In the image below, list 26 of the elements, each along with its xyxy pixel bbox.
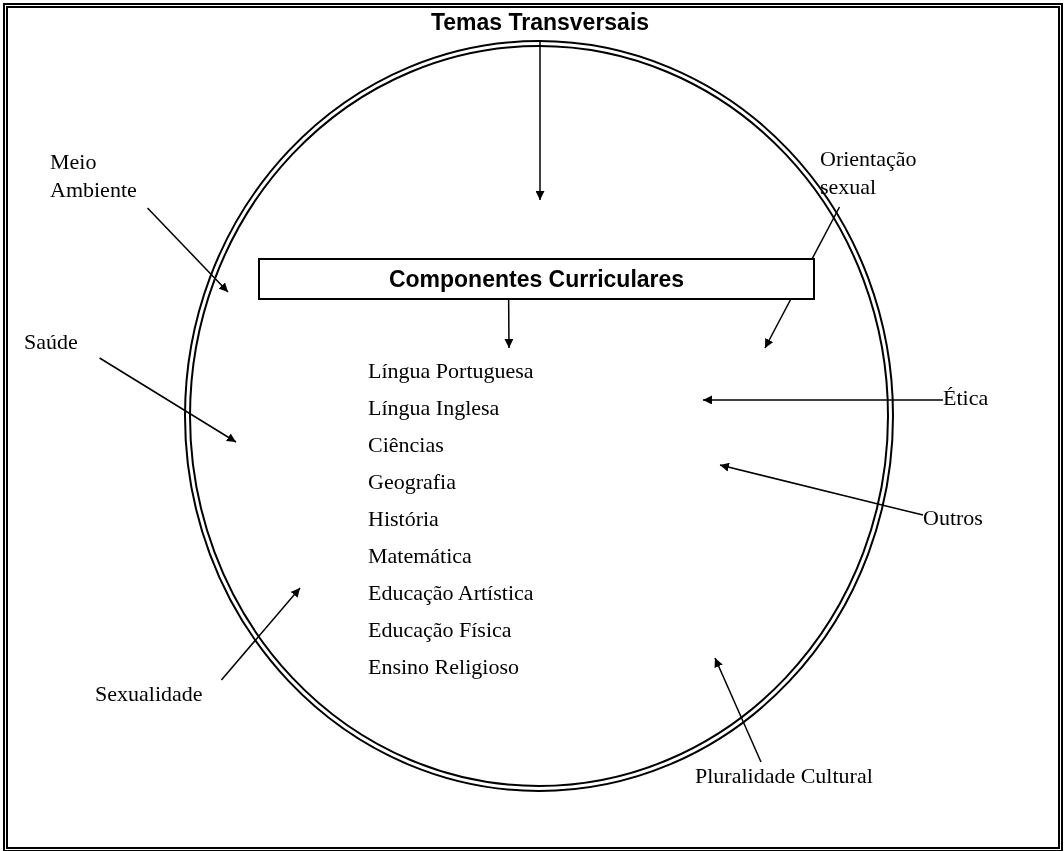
theme-label: Meio Ambiente (50, 148, 180, 208)
theme-label: Ética (943, 384, 1003, 414)
arrow (504, 299, 514, 349)
subject-name: Educação Física (368, 616, 513, 644)
theme-label: Orientação sexual (820, 145, 970, 207)
heading: Temas Transversais (340, 8, 740, 40)
arrow (714, 657, 762, 763)
subject-name: Educação Artística (368, 579, 535, 607)
subject-name: Ciências (368, 431, 445, 459)
arrow (719, 462, 924, 516)
theme-label: Sexualidade (95, 680, 255, 710)
subject-name: Língua Portuguesa (368, 357, 535, 385)
arrow (98, 357, 237, 443)
theme-label: Outros (923, 504, 1023, 534)
subject-name: Matemática (368, 542, 473, 570)
subject-name: Geografia (368, 468, 457, 496)
subject-name: Língua Inglesa (368, 394, 501, 422)
theme-label: Saúde (24, 328, 114, 358)
arrow (535, 39, 545, 201)
arrow (702, 395, 944, 405)
arrow (146, 207, 229, 293)
arrow (220, 587, 301, 681)
theme-label: Pluralidade Cultural (695, 762, 995, 794)
subject-name: História (368, 505, 440, 533)
subject-name: Ensino Religioso (368, 653, 520, 681)
label-box: Componentes Curriculares (258, 258, 815, 300)
